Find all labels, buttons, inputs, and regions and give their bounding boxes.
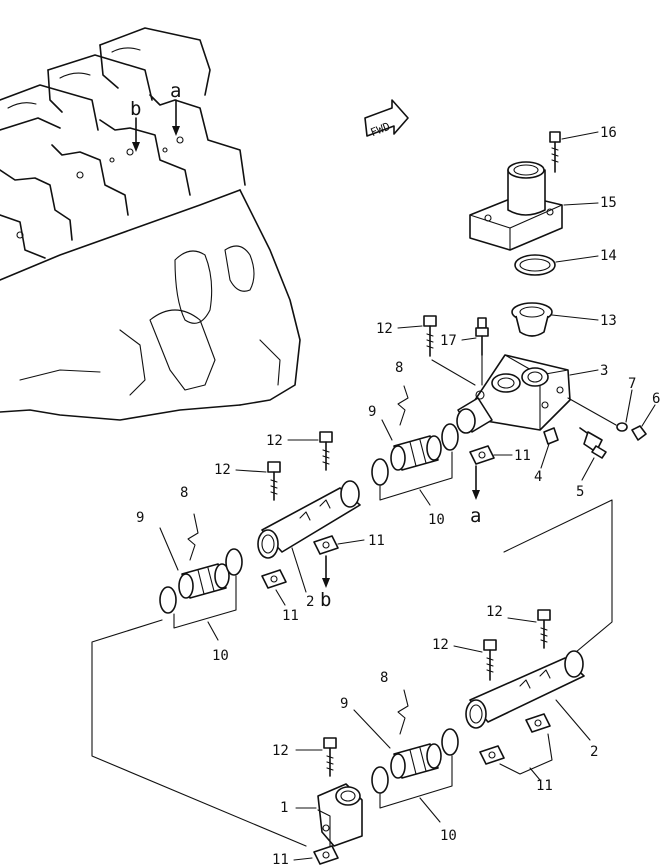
callout-10b: 10 [212,648,229,664]
callout-1: 1 [280,800,288,816]
ref-label-a: a [470,505,481,527]
part-12-bolt-b: 12 [266,431,333,471]
ref-label-b: b [320,589,331,611]
engine-reference-b: b [130,98,141,152]
part-11-gasket-d: 11 [479,713,553,794]
part-15-cover: 15 [469,161,617,251]
connection-bracket-right [503,499,613,653]
forward-marker-text: FWD [369,120,392,139]
callout-8b: 8 [180,485,188,501]
callout-3: 3 [600,363,608,379]
callout-5: 5 [576,484,584,500]
part-1-elbow: 1 [280,783,363,847]
part-12-bolt-top: 12 [376,315,476,386]
callout-11b: 11 [368,533,385,549]
part-16-bolt: 16 [549,125,617,173]
forward-marker: FWD [364,99,409,139]
connection-bracket-left [91,619,307,847]
part-13-thermostat: 13 [511,302,617,337]
part-9-hose-lower: 9 8 10 [340,670,459,844]
part-2-pipe-upper: 2 [257,480,361,610]
callout-11d: 11 [536,778,553,794]
part-12-bolt-f: 12 [272,737,337,777]
callout-11a: 11 [514,448,531,464]
callout-9c: 9 [340,696,348,712]
part-11-gasket-e: 11 [272,845,339,868]
ref-label-a-engine: a [170,80,181,102]
callout-11e: 11 [272,852,289,868]
callout-9a: 9 [368,404,376,420]
part-17-sensor: 17 [440,317,489,386]
part-5-sensor: 5 [576,427,607,500]
callout-9b: 9 [136,510,144,526]
part-2-pipe-lower: 2 [465,650,598,760]
part-12-bolt-e: 12 [432,637,497,681]
part-11-gasket-c: 11 [261,569,299,624]
callout-12f: 12 [272,743,289,759]
part-6-plug: 6 [631,391,660,441]
callout-6: 6 [652,391,660,407]
callout-14: 14 [600,248,617,264]
callout-12d: 12 [486,604,503,620]
ref-label-b-engine: b [130,98,141,120]
callout-12a: 12 [376,321,393,337]
part-3-housing: 3 [456,354,608,434]
part-12-bolt-d: 12 [486,604,551,649]
part-12-bolt-c: 12 [214,461,281,501]
part-9-hose-upper: 9 8 10 [368,360,459,528]
part-7-washer: 7 [567,376,636,432]
callout-15: 15 [600,195,617,211]
part-11-gasket-a: 11 a [469,445,531,527]
callout-13: 13 [600,313,617,329]
callout-4: 4 [534,469,542,485]
callout-17: 17 [440,333,457,349]
part-11-gasket-b: 11 b [313,533,385,611]
callout-12b: 12 [266,433,283,449]
engine-reference-a: a [170,80,181,136]
callout-8a: 8 [395,360,403,376]
callout-12e: 12 [432,637,449,653]
callout-7: 7 [628,376,636,392]
callout-2a: 2 [306,594,314,610]
callout-10a: 10 [428,512,445,528]
callout-2b: 2 [590,744,598,760]
callout-11c: 11 [282,608,299,624]
callout-10c: 10 [440,828,457,844]
callout-16: 16 [600,125,617,141]
callout-12c: 12 [214,462,231,478]
callout-8c: 8 [380,670,388,686]
part-9-hose-middle: 9 8 10 [136,485,243,664]
part-14-ring: 14 [514,248,617,276]
part-4-plug: 4 [534,427,559,485]
engine-block [0,27,301,421]
